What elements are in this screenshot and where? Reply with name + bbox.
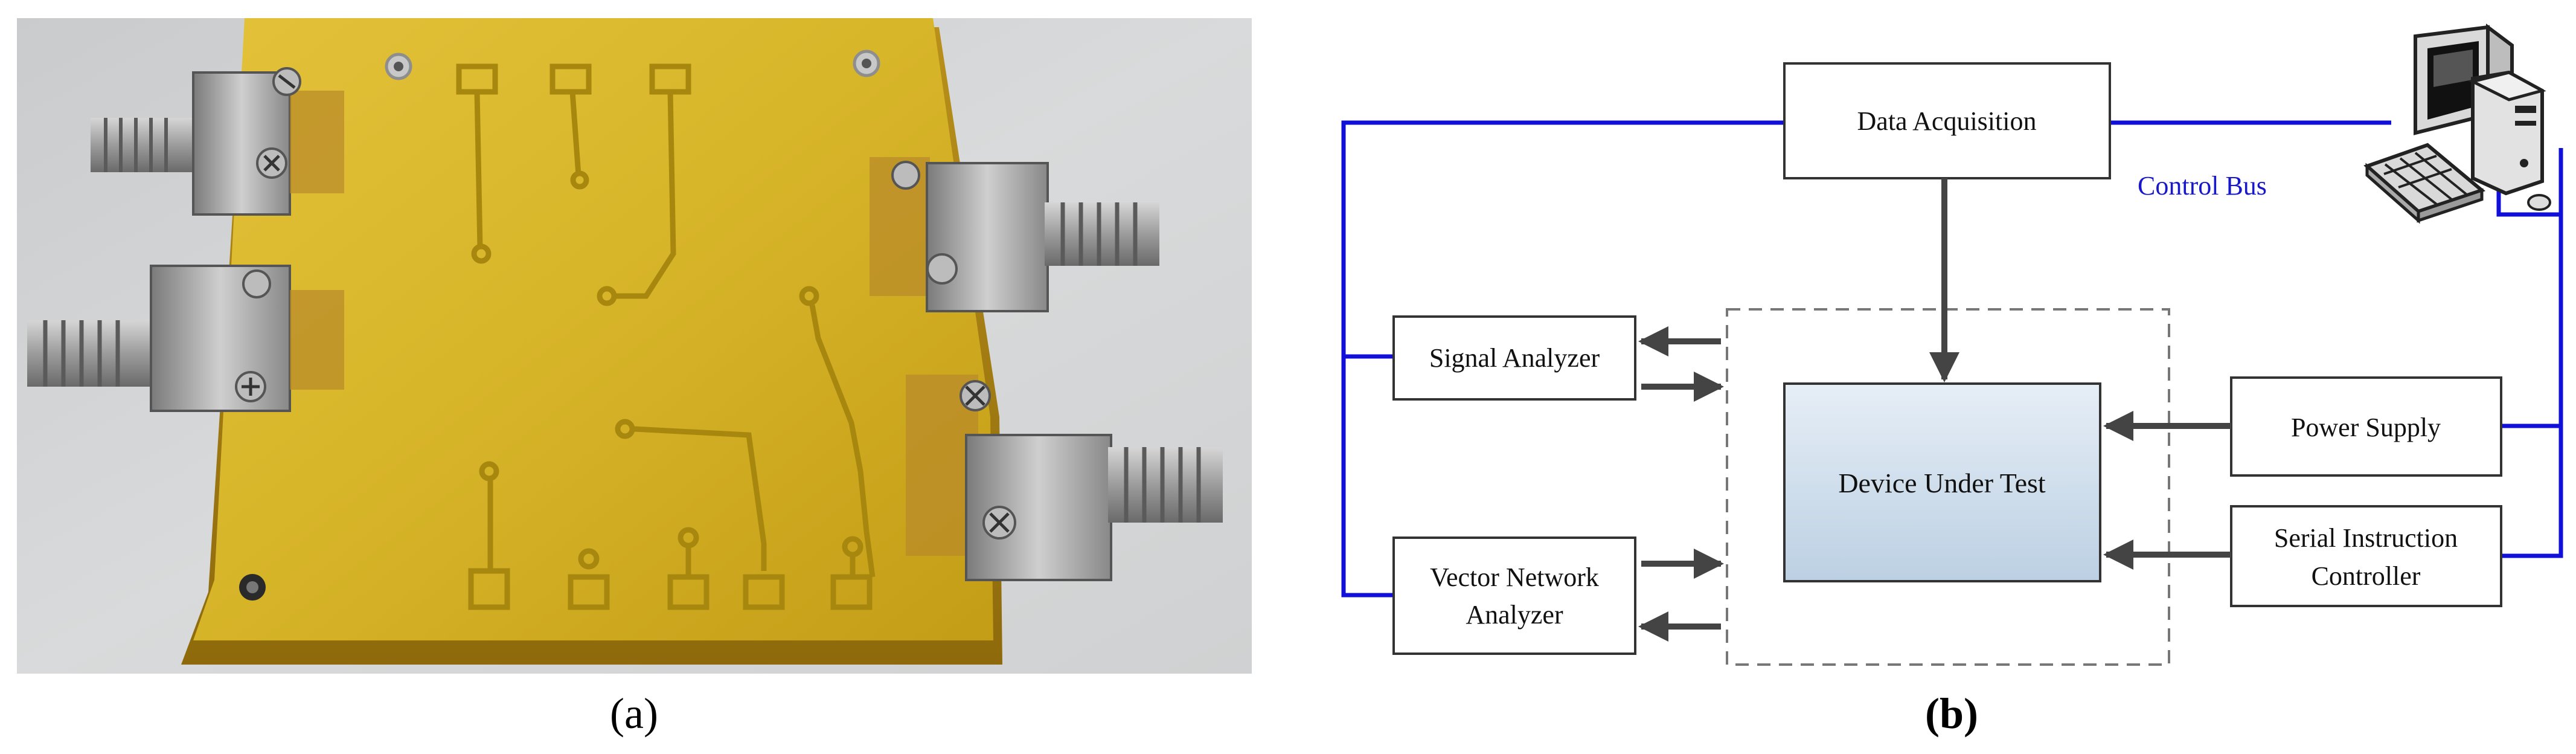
serial-label-line2: Controller (2312, 561, 2421, 591)
serial-label-line1: Serial Instruction (2274, 523, 2458, 553)
sma-connector-top-left (91, 67, 344, 216)
pcb-board (193, 18, 993, 640)
power-supply-label: Power Supply (2291, 413, 2441, 442)
block-device-under-test[interactable]: Device Under Test (1783, 382, 2101, 582)
computer-icon (2363, 24, 2551, 224)
vna-label-line1: Vector Network (1430, 562, 1599, 592)
data-acquisition-label: Data Acquisition (1857, 106, 2037, 136)
caption-b: (b) (1925, 689, 1978, 738)
block-data-acquisition[interactable]: Data Acquisition (1783, 62, 2111, 179)
caption-a: (a) (610, 689, 658, 738)
pcb-traces (456, 63, 876, 610)
block-vector-network-analyzer[interactable]: Vector Network Analyzer (1392, 536, 1636, 655)
control-bus-lines (1341, 120, 2563, 598)
block-serial-instruction-controller[interactable]: Serial Instruction Controller (2230, 505, 2502, 607)
signal-arrows (1638, 178, 2231, 642)
control-bus-label: Control Bus (2138, 171, 2267, 201)
dut-enclosure (1726, 308, 2170, 666)
dut-label: Device Under Test (1838, 468, 2046, 498)
sma-connector-bottom-right (906, 375, 1223, 581)
sma-connector-top-right (870, 157, 1159, 312)
block-power-supply[interactable]: Power Supply (2230, 376, 2502, 477)
block-signal-analyzer[interactable]: Signal Analyzer (1392, 315, 1636, 401)
pcb-photo (17, 18, 1252, 674)
mount-holes (239, 50, 880, 601)
vna-label-line2: Analyzer (1466, 600, 1563, 630)
sma-connector-mid-left (27, 265, 344, 412)
signal-analyzer-label: Signal Analyzer (1429, 343, 1600, 373)
block-diagram: Data Acquisition Signal Analyzer Vector … (1341, 24, 2563, 666)
